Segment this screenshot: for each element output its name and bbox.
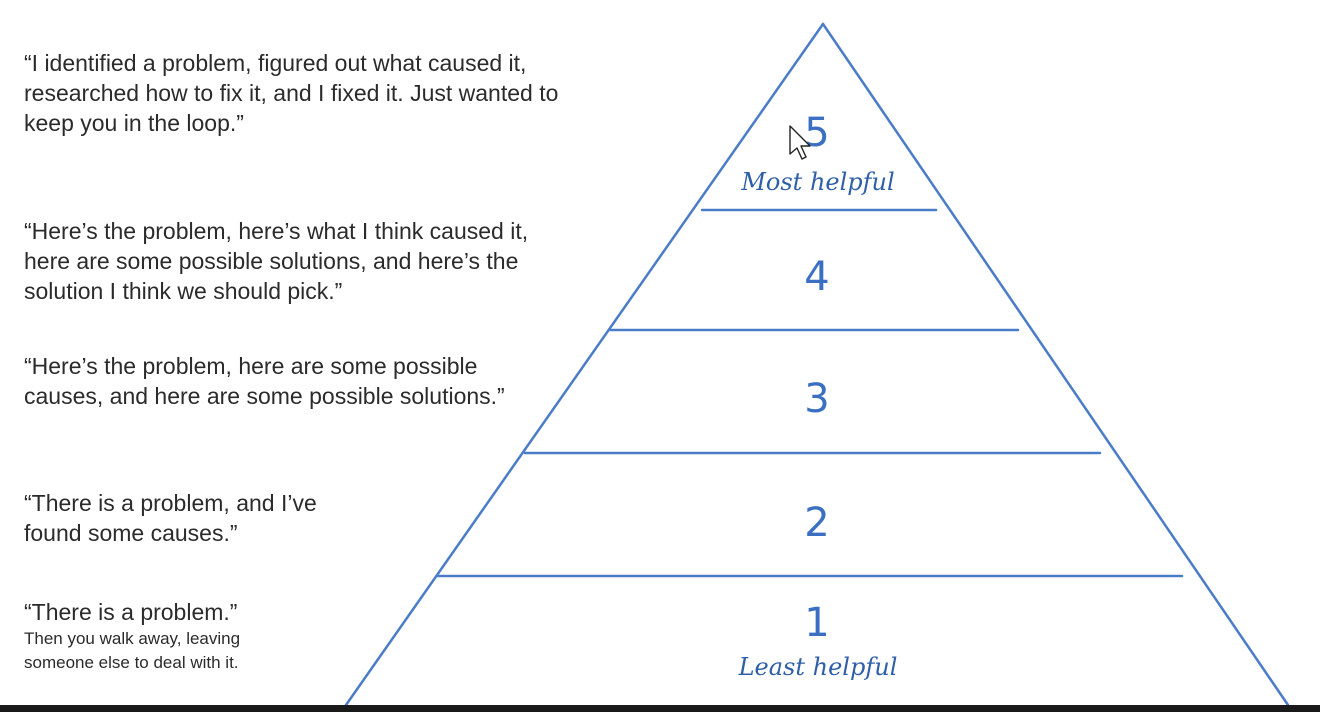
level-4-number: 4 bbox=[804, 254, 829, 300]
quote-level-5: “I identified a problem, figured out wha… bbox=[24, 50, 559, 136]
bottom-border bbox=[0, 705, 1320, 712]
quote-level-3: “Here’s the problem, here are some possi… bbox=[24, 353, 505, 409]
quote-level-1-note: Then you walk away, leaving someone else… bbox=[24, 629, 241, 672]
pyramid-left-edge bbox=[344, 22, 825, 707]
level-3-number: 3 bbox=[804, 376, 829, 422]
least-helpful-label: Least helpful bbox=[738, 653, 898, 681]
level-2-number: 2 bbox=[804, 500, 829, 546]
quote-level-1: “There is a problem.” bbox=[24, 599, 238, 625]
level-5-number: 5 bbox=[804, 110, 829, 156]
quote-level-2: “There is a problem, and I’ve found some… bbox=[24, 490, 317, 546]
level-1-number: 1 bbox=[804, 600, 829, 646]
mouse-cursor-icon bbox=[789, 125, 811, 160]
most-helpful-label: Most helpful bbox=[740, 168, 894, 196]
quote-level-4: “Here’s the problem, here’s what I think… bbox=[24, 218, 529, 304]
pyramid-right-edge bbox=[821, 22, 1290, 707]
